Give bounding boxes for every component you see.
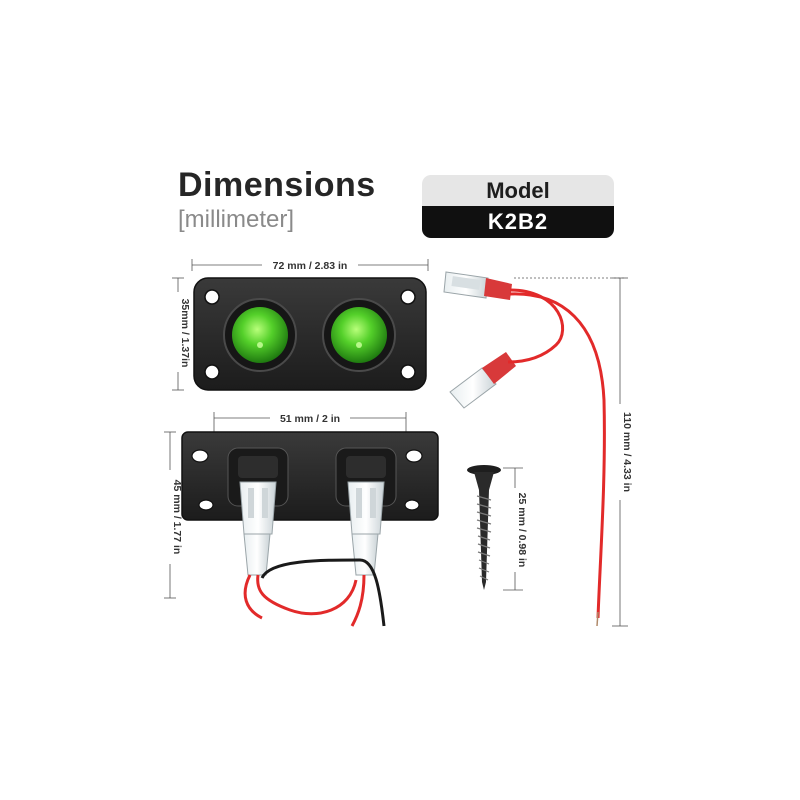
hole-spacing-dimension: 51 mm / 2 in <box>213 410 407 440</box>
mount-hole-icon <box>204 364 220 380</box>
unit-subtitle: [millimeter] <box>178 206 295 233</box>
panel-width-dimension: 72 mm / 2.83 in <box>191 257 429 272</box>
model-label: Model <box>422 175 614 206</box>
panel-width-label: 72 mm / 2.83 in <box>273 260 348 272</box>
rocker-switch-left <box>223 298 297 372</box>
mount-hole-icon <box>405 449 423 463</box>
model-value: K2B2 <box>422 206 614 238</box>
body-depth-label: 45 mm / 1.77 in <box>171 480 183 555</box>
rocker-switch-right <box>322 298 396 372</box>
mount-hole-icon <box>204 289 220 305</box>
panel-height-label: 35mm / 1.37in <box>179 299 191 368</box>
panel-rear-view <box>181 431 439 627</box>
screw-length-label: 25 mm / 0.98 in <box>516 493 528 568</box>
mount-hole-icon <box>400 364 416 380</box>
wire-harness <box>443 271 606 627</box>
hole-spacing-label: 51 mm / 2 in <box>280 413 340 425</box>
panel-front-view <box>193 277 427 391</box>
panel-height-dimension: 35mm / 1.37in <box>170 277 191 391</box>
screw-length-dimension: 25 mm / 0.98 in <box>503 467 528 591</box>
mount-hole-icon <box>198 499 214 511</box>
mount-hole-icon <box>400 289 416 305</box>
model-badge: Model K2B2 <box>422 175 614 238</box>
switch-body-right <box>335 447 397 535</box>
mount-hole-icon <box>404 499 420 511</box>
page-title: Dimensions <box>178 166 376 204</box>
mount-hole-icon <box>191 449 209 463</box>
screw-icon <box>467 465 501 590</box>
body-depth-dimension: 45 mm / 1.77 in <box>162 431 183 599</box>
wire-length-dimension: 110 mm / 4.33 in <box>514 277 633 627</box>
wire-length-label: 110 mm / 4.33 in <box>621 412 633 492</box>
switch-body-left <box>227 447 289 535</box>
